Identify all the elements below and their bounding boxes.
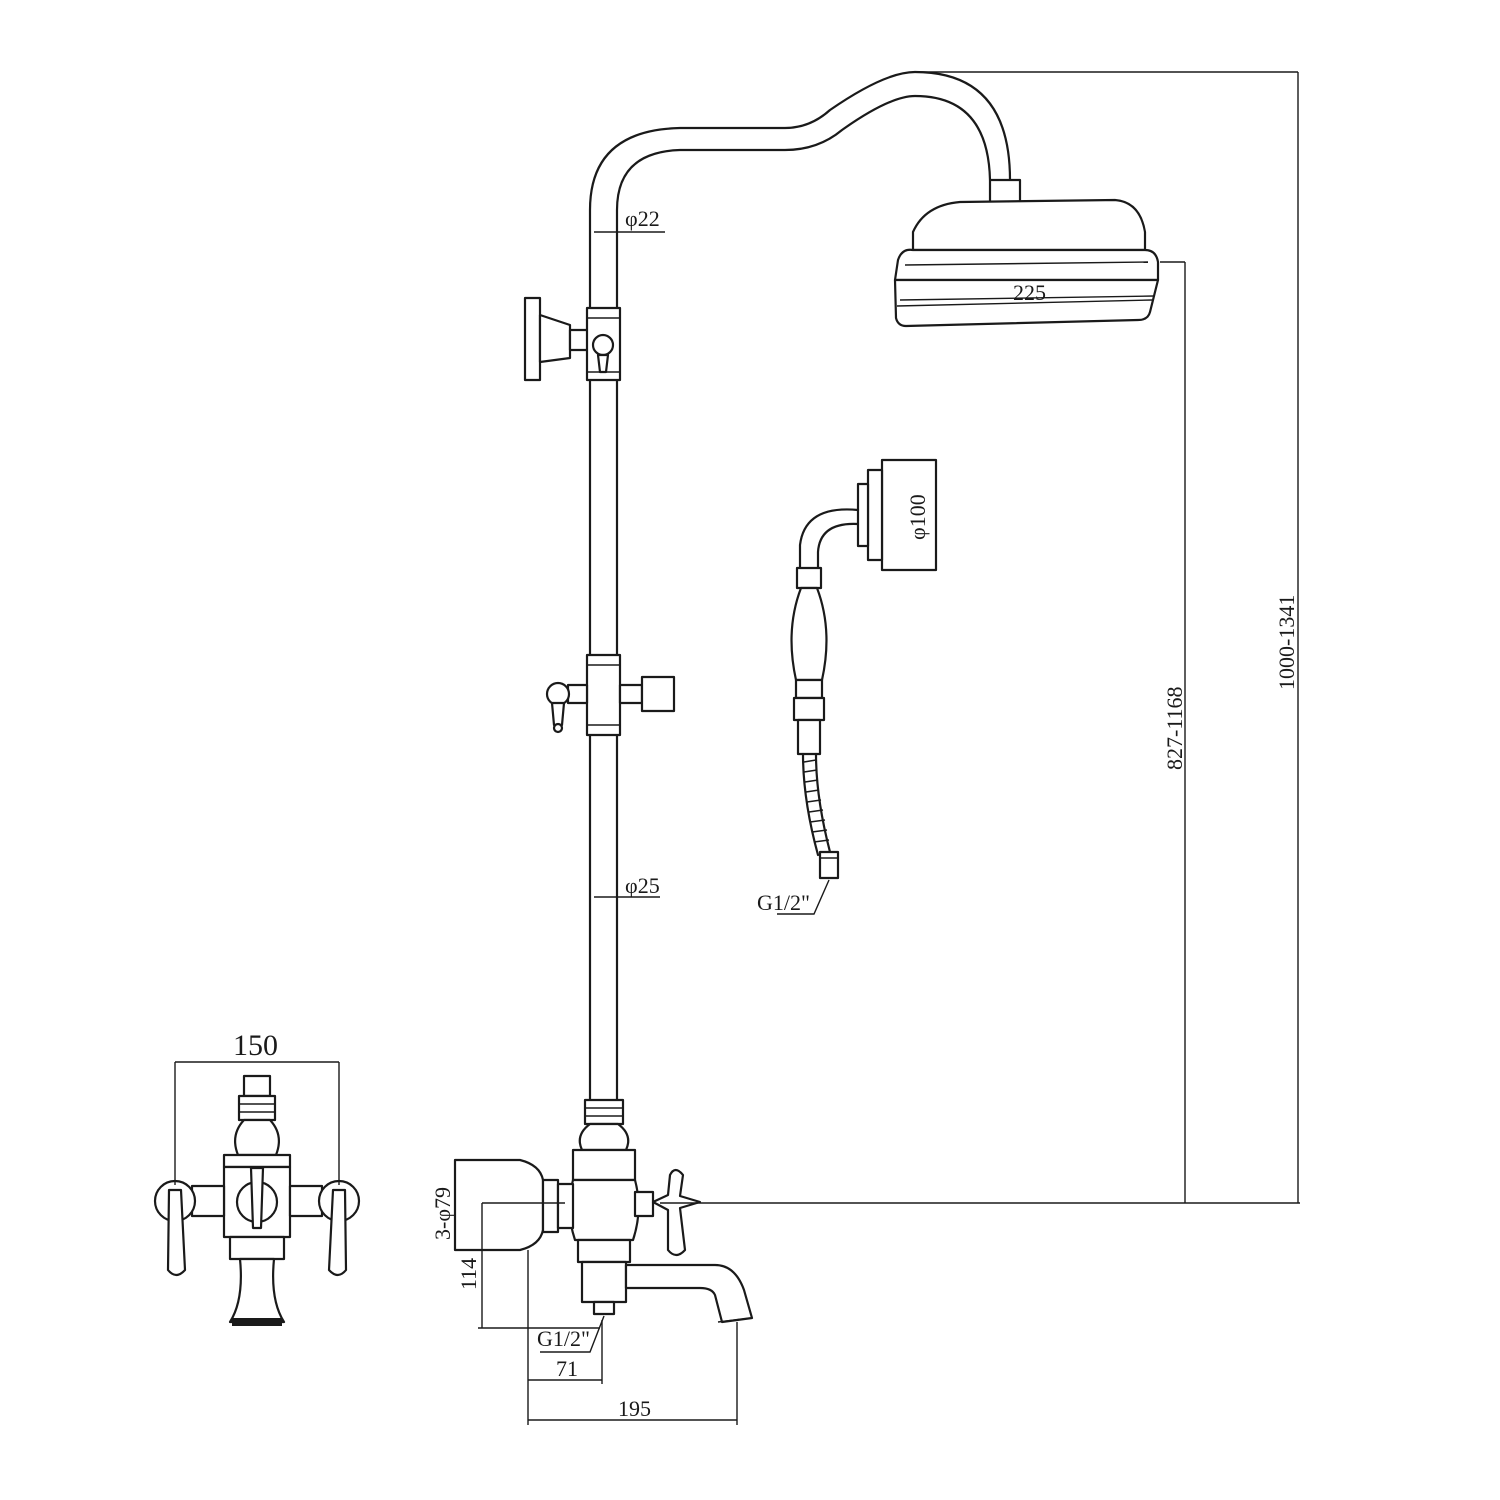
head-width-dimension: 225 [896,280,1153,307]
inlet-dimension: 3-φ79 [430,1160,456,1250]
wall-offset-label: 114 [456,1258,481,1290]
wall-inlet-elbow [453,1158,575,1252]
bath-spout [624,1263,754,1324]
inlet-spec-label: 3-φ79 [430,1187,455,1240]
hose-thread-label: G1/2" [757,890,810,915]
riser-pipe [588,70,1012,1102]
cross-handle [633,1168,702,1257]
head-width-label: 225 [1013,280,1046,305]
handset-diameter-dimension: φ100 [882,459,936,571]
outlet-thread-callout: G1/2" [537,1315,605,1353]
inlet-thread-label: G1/2" [537,1326,590,1351]
spout-reach-dimension: 195 [528,1322,738,1425]
overall-height-label: 1000-1341 [1274,595,1299,690]
outlet-offset-dimension: 71 [527,1250,603,1425]
rail-height-dimension: 827-1168 [1162,262,1187,1203]
height-reference-lines [660,71,1300,1204]
mixer-width-label: 150 [233,1029,278,1062]
rail-diameter-label: φ25 [625,873,660,898]
wall-offset-dimension: 114 [456,1202,600,1329]
handset-slider [545,653,676,737]
spout-reach-label: 195 [618,1396,651,1421]
mixer-width-dimension: 150 [174,1029,340,1185]
overall-height-dimension: 1000-1341 [1274,72,1299,1203]
wall-bracket [523,296,622,382]
mixer-body-side [568,1098,640,1316]
riser-diameter-dimension: φ22 [594,206,665,233]
rail-diameter-dimension: φ25 [594,873,660,898]
outlet-offset-label: 71 [556,1356,578,1381]
hose-thread-callout: G1/2" [757,879,830,915]
shower-hose [801,752,840,880]
mixer-front-view [153,1074,361,1326]
rail-height-label: 827-1168 [1162,686,1187,770]
riser-diameter-label: φ22 [625,206,660,231]
handset-diameter-label: φ100 [905,494,930,540]
